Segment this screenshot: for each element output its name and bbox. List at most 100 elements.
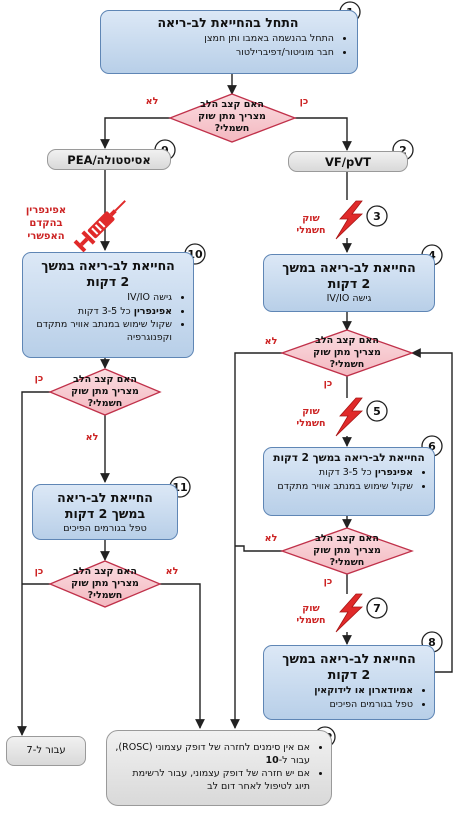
step-8-title: החייאת לב-ריאה במשך xyxy=(282,651,416,666)
step-1-bullet: חבר מוניטור/דפיברילטור xyxy=(109,47,334,60)
step-8-bullet-bold: אמיודארון או לידוקאין xyxy=(314,685,413,696)
shock-label-line: שוק xyxy=(302,603,320,614)
arrow-loop-8-to-db xyxy=(411,348,453,673)
step-10-bullet: גישה IV/IO xyxy=(31,292,172,305)
shock-label: שוק חשמלי xyxy=(293,603,329,627)
label-yes: כן xyxy=(34,566,44,577)
step-6-title: החייאת לב-ריאה במשך 2 דקות xyxy=(273,452,425,464)
step-4-title: החייאת לב-ריאה במשך xyxy=(282,260,416,275)
step-10-box: החייאת לב-ריאה במשך 2 דקות גישה IV/IO אפ… xyxy=(22,252,194,358)
step-10-bullet-text: גישה IV/IO xyxy=(127,292,172,303)
step-1-box: התחל בהחייאת לב-ריאה התחל בהנשמה באמבו ו… xyxy=(100,10,358,74)
epinephrine-note-line: בהקדם xyxy=(29,218,63,229)
decision-text-line: מצריך מתן שוק xyxy=(313,347,381,358)
epinephrine-note-line: האפשרי xyxy=(27,231,65,242)
shock-label-line: שוק xyxy=(302,406,320,417)
step-8-bullet-text: טפל בגורמים הפיכים xyxy=(329,698,414,710)
arrow-da-no xyxy=(100,117,170,149)
decision-b-text: האם קצב הלב מצריך מתן שוק חשמלי? xyxy=(297,335,397,371)
step-12-bullet: אם אין סימנים לחזרה של דופק עצמוני (ROSC… xyxy=(115,742,310,767)
decision-text-line: האם קצב הלב xyxy=(315,335,379,346)
step-9-box: אסיסטולה/PEA xyxy=(47,149,171,170)
step-number-2: 2 xyxy=(399,144,407,157)
step-9-title: אסיסטולה/PEA xyxy=(67,153,151,167)
step-12-bullet-text: אם יש חזרה של דופק עצמוני, עבור לרשימת ת… xyxy=(132,768,310,792)
step-6-bullet-text: כל 3-5 דקות xyxy=(318,467,375,478)
decision-diamond-b xyxy=(280,329,414,377)
shock-lightning-icon-7 xyxy=(335,593,363,633)
decision-text-line: חשמלי? xyxy=(87,590,123,601)
step-8-bullet: אמיודארון או לידוקאין xyxy=(272,685,413,698)
step-2-title: VF/pVT xyxy=(325,155,371,169)
step-10-bullet-bold: אפינפרין xyxy=(133,305,172,317)
decision-text-line: מצריך מתן שוק xyxy=(71,578,139,589)
step-12-box: אם אין סימנים לחזרה של דופק עצמוני (ROSC… xyxy=(106,730,332,806)
step-10-bullet: שקול שימוש במנתב אוויר מתקדם וקפנוגרפיה xyxy=(31,319,172,344)
decision-c-text: האם קצב הלב מצריך מתן שוק חשמלי? xyxy=(297,533,397,569)
step-10-bullet-text: שקול שימוש במנתב אוויר מתקדם וקפנוגרפיה xyxy=(36,319,172,343)
decision-diamond-a xyxy=(168,93,297,143)
arrow-dd-yes xyxy=(17,391,50,736)
step-10-title: החייאת לב-ריאה במשך xyxy=(41,258,175,273)
decision-text-line: מצריך מתן שוק xyxy=(313,545,381,556)
decision-text-line: חשמלי? xyxy=(87,398,123,409)
label-no: לא xyxy=(145,96,159,107)
step-6-bullet: שקול שימוש במנתב אוויר מתקדם xyxy=(272,481,413,494)
step-1-bullet: התחל בהנשמה באמבו ותן חמצן xyxy=(109,33,334,46)
step-10-title: 2 דקות xyxy=(86,274,130,289)
goto-step-7-box: עבור ל-7 xyxy=(6,736,86,766)
decision-text-line: מצריך מתן שוק xyxy=(71,386,139,397)
epinephrine-note: אפינפרין בהקדם האפשרי xyxy=(14,204,78,243)
step-12-bullet: אם יש חזרה של דופק עצמוני, עבור לרשימת ת… xyxy=(115,768,310,793)
shock-lightning-icon-5 xyxy=(335,397,363,437)
step-4-title: 2 דקות xyxy=(327,276,371,291)
shock-label: שוק חשמלי xyxy=(293,406,329,430)
decision-text-line: חשמלי? xyxy=(214,123,250,134)
decision-text-line: חשמלי? xyxy=(329,359,365,370)
label-no: לא xyxy=(165,566,179,577)
label-no: לא xyxy=(264,336,278,347)
shock-label-line: שוק xyxy=(302,213,320,224)
arrow-de-no xyxy=(160,583,205,729)
step-11-title: החייאת לב-ריאה xyxy=(57,490,153,505)
decision-a-text: האם קצב הלב מצריך מתן שוק חשמלי? xyxy=(182,99,282,135)
decision-diamond-d xyxy=(48,368,162,416)
label-no: לא xyxy=(264,533,278,544)
step-11-box: החייאת לב-ריאה במשך 2 דקות טפל בגורמים ה… xyxy=(32,484,178,540)
decision-text-line: האם קצב הלב xyxy=(73,374,137,385)
syringe-icon xyxy=(73,200,126,253)
step-12-bullet-text: אם אין סימנים לחזרה של דופק עצמוני (ROSC… xyxy=(115,742,310,766)
decision-diamond-c xyxy=(280,527,414,575)
step-1-title: התחל בהחייאת לב-ריאה xyxy=(157,15,299,30)
step-number-8: 8 xyxy=(428,636,436,649)
step-11-title: במשך 2 דקות xyxy=(64,506,146,521)
decision-d-text: האם קצב הלב מצריך מתן שוק חשמלי? xyxy=(55,374,155,410)
label-yes: כן xyxy=(323,378,333,389)
step-6-bullet: אפינפרין כל 3-5 דקות xyxy=(272,467,413,480)
shock-label-line: חשמלי xyxy=(296,615,326,626)
label-no: לא xyxy=(85,432,99,443)
step-number-3: 3 xyxy=(373,210,381,223)
decision-text-line: חשמלי? xyxy=(329,557,365,568)
label-yes: כן xyxy=(323,576,333,587)
step-10-bullet-text: כל 3-5 דקות xyxy=(77,305,134,317)
goto-step-7-text: עבור ל-7 xyxy=(26,745,66,756)
step-8-bullet: טפל בגורמים הפיכים xyxy=(272,698,414,712)
step-8-box: החייאת לב-ריאה במשך 2 דקות אמיודארון או … xyxy=(263,645,435,720)
step-2-box: VF/pVT xyxy=(288,151,408,172)
step-10-bullet: אפינפרין כל 3-5 דקות xyxy=(31,306,172,319)
step-4-line: גישה IV/IO xyxy=(326,293,372,304)
decision-text-line: האם קצב הלב xyxy=(315,533,379,544)
shock-lightning-icon-3 xyxy=(335,200,363,240)
shock-label: שוק חשמלי xyxy=(293,213,329,237)
label-yes: כן xyxy=(34,373,44,384)
step-6-bullet-bold: אפינפרין xyxy=(374,467,413,478)
arrow-db-no xyxy=(230,352,282,729)
decision-text-line: מצריך מתן שוק xyxy=(198,111,266,122)
step-number-5: 5 xyxy=(373,405,381,418)
decision-text-line: האם קצב הלב xyxy=(73,566,137,577)
decision-e-text: האם קצב הלב מצריך מתן שוק חשמלי? xyxy=(55,566,155,602)
step-12-bullet-bold: 10 xyxy=(265,754,279,766)
